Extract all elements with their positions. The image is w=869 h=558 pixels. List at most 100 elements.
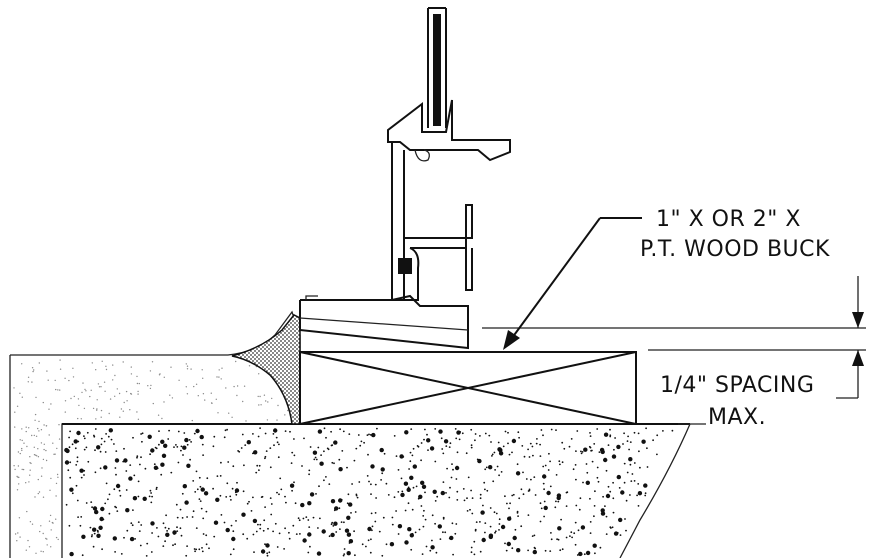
concrete-speck [244,444,247,446]
concrete-speck [250,510,253,512]
plaster-speck [34,496,36,498]
concrete-speck [71,443,74,446]
concrete-speck [368,480,370,483]
concrete-speck [443,439,449,444]
concrete-speck [442,452,445,455]
concrete-speck [246,440,251,445]
concrete-speck [540,507,543,510]
concrete-speck [623,462,626,465]
concrete-speck [470,489,472,492]
plaster-speck [55,388,57,391]
concrete-speck [493,511,496,514]
plaster-speck [225,387,227,389]
concrete-speck [539,443,541,446]
concrete-speck [231,487,234,490]
plaster-speck [89,395,91,398]
concrete-speck [64,460,70,465]
concrete-speck [580,553,583,556]
concrete-speck [365,545,367,548]
plaster-speck [25,426,27,428]
concrete-speck [89,526,92,529]
concrete-speck [291,451,294,454]
concrete-speck [201,443,204,446]
plaster-speck [185,386,187,388]
concrete-speck [180,445,183,448]
plaster-speck [260,404,262,406]
concrete-speck [505,549,508,552]
concrete-speck [442,516,445,519]
concrete-speck [76,430,81,436]
concrete-speck [585,480,590,485]
concrete-speck [125,489,128,491]
concrete-speck [479,521,481,523]
concrete-speck [471,497,474,499]
concrete-speck [370,483,372,486]
concrete-speck [137,495,140,498]
concrete-speck [92,545,95,548]
plaster-speck [46,370,48,372]
concrete-speck [474,529,477,532]
concrete-speck [160,462,165,467]
concrete-speck [470,551,473,554]
concrete-speck [75,464,78,466]
plaster-speck [46,538,48,540]
concrete-speck [343,553,346,555]
concrete-speck [367,539,370,542]
concrete-speck [521,445,524,447]
concrete-speck [308,526,311,528]
concrete-speck [504,430,507,433]
concrete-speck [348,542,351,544]
plaster-speck [265,400,267,402]
concrete-speck [110,438,113,441]
plaster-speck [21,449,23,452]
plaster-speck [186,393,189,395]
plaster-speck [16,540,18,542]
plaster-speck [101,360,103,362]
concrete-speck [81,554,84,557]
concrete-speck [358,481,361,483]
concrete-speck [637,483,640,485]
concrete-speck [75,484,78,487]
plaster-speck [64,400,67,402]
concrete-speck [628,448,630,451]
plaster-speck [14,468,16,471]
concrete-speck [391,516,394,519]
concrete-speck [276,441,279,444]
plaster-speck [43,424,45,426]
plaster-speck [13,387,15,389]
concrete-speck [242,490,245,493]
concrete-speck [94,471,97,474]
concrete-speck [643,483,648,488]
concrete-speck [410,548,413,551]
concrete-speck [506,541,511,547]
concrete-speck [90,501,93,503]
concrete-speck [430,545,435,550]
concrete-speck [473,540,476,543]
concrete-speck [173,533,176,535]
concrete-speck [565,536,568,539]
plaster-speck [14,533,17,535]
concrete-speck [276,491,278,494]
concrete-speck [560,518,562,521]
concrete-speck [557,526,562,531]
plaster-speck [92,407,95,410]
concrete-speck [574,543,577,546]
plaster-speck [19,392,21,394]
concrete-speck [293,454,296,457]
concrete-speck [295,533,298,535]
concrete-speck [252,518,258,524]
concrete-speck [542,482,545,485]
plaster-speck [178,379,180,381]
concrete-speck [636,494,638,497]
plaster-speck [38,362,40,364]
concrete-speck [264,455,267,458]
concrete-speck [407,527,412,532]
concrete-speck [420,505,423,507]
concrete-speck [530,478,532,481]
concrete-speck [580,450,582,453]
concrete-speck [484,488,486,491]
plaster-speck [25,430,27,433]
concrete-speck [437,524,442,529]
concrete-speck [340,498,343,501]
